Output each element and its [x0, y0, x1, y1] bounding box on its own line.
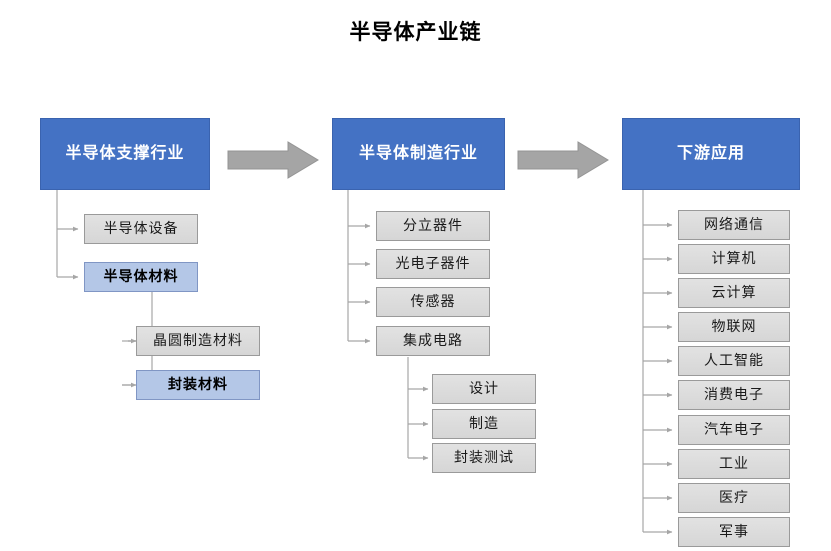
- node-military[interactable]: 军事: [678, 517, 790, 547]
- header-box-support[interactable]: 半导体支撑行业: [40, 118, 210, 190]
- node-artificial-intelligence[interactable]: 人工智能: [678, 346, 790, 376]
- node-label: 网络通信: [704, 216, 764, 233]
- node-semiconductor-materials[interactable]: 半导体材料: [84, 262, 198, 292]
- header-box-application[interactable]: 下游应用: [622, 118, 800, 190]
- page-title: 半导体产业链: [349, 21, 482, 44]
- node-ic-packaging-testing[interactable]: 封装测试: [432, 443, 536, 473]
- node-semiconductor-equipment[interactable]: 半导体设备: [84, 214, 198, 244]
- header-box-manufacturing[interactable]: 半导体制造行业: [332, 118, 505, 190]
- header-label-support: 半导体支撑行业: [65, 145, 185, 163]
- node-discrete-devices[interactable]: 分立器件: [376, 211, 490, 241]
- node-ic-fabrication[interactable]: 制造: [432, 409, 536, 439]
- node-label: 晶圆制造材料: [153, 332, 243, 349]
- arrow-support-to-manufacturing: [227, 141, 319, 179]
- node-label: 物联网: [711, 318, 757, 335]
- node-automotive-electronics[interactable]: 汽车电子: [678, 415, 790, 445]
- arrow-manufacturing-to-application: [517, 141, 609, 179]
- node-cloud-computing[interactable]: 云计算: [678, 278, 790, 308]
- node-industrial[interactable]: 工业: [678, 449, 790, 479]
- node-label: 人工智能: [704, 352, 764, 369]
- node-label: 消费电子: [704, 386, 764, 403]
- node-label: 半导体设备: [103, 220, 179, 237]
- node-sensors[interactable]: 传感器: [376, 287, 490, 317]
- node-label: 光电子器件: [395, 255, 471, 272]
- node-wafer-fab-materials[interactable]: 晶圆制造材料: [136, 326, 260, 356]
- node-label: 传感器: [410, 293, 456, 310]
- node-label: 设计: [469, 380, 499, 397]
- node-label: 汽车电子: [704, 421, 764, 438]
- node-label: 军事: [719, 523, 749, 540]
- node-packaging-materials[interactable]: 封装材料: [136, 370, 260, 400]
- node-label: 分立器件: [403, 217, 463, 234]
- node-label: 半导体材料: [103, 268, 179, 285]
- node-label: 封装测试: [454, 449, 514, 466]
- header-label-manufacturing: 半导体制造行业: [358, 145, 478, 163]
- node-iot[interactable]: 物联网: [678, 312, 790, 342]
- node-network-communication[interactable]: 网络通信: [678, 210, 790, 240]
- node-label: 封装材料: [168, 376, 228, 393]
- node-integrated-circuits[interactable]: 集成电路: [376, 326, 490, 356]
- header-label-application: 下游应用: [676, 145, 745, 163]
- node-consumer-electronics[interactable]: 消费电子: [678, 380, 790, 410]
- node-computer[interactable]: 计算机: [678, 244, 790, 274]
- node-label: 计算机: [711, 250, 757, 267]
- node-label: 医疗: [719, 489, 749, 506]
- node-label: 工业: [719, 455, 749, 472]
- node-medical[interactable]: 医疗: [678, 483, 790, 513]
- node-label: 制造: [469, 415, 499, 432]
- node-ic-design[interactable]: 设计: [432, 374, 536, 404]
- node-label: 集成电路: [403, 332, 463, 349]
- node-optoelectronic-devices[interactable]: 光电子器件: [376, 249, 490, 279]
- node-label: 云计算: [711, 284, 757, 301]
